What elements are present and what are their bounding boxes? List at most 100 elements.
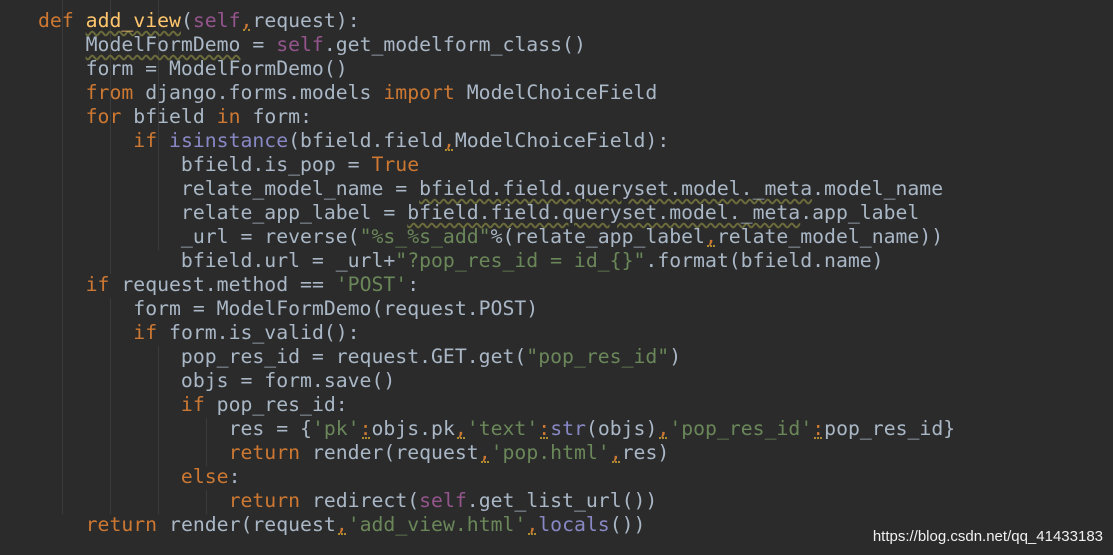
keyword: else [180,465,229,488]
code-line: if form.is_valid(): [38,321,360,345]
code-text: bfield [133,105,205,128]
comma: , [609,441,622,464]
string-literal: 'add_view.html' [347,513,527,536]
code-line: pop_res_id = request.GET.get("pop_res_id… [38,345,681,369]
comma: , [478,441,491,464]
colon: : [359,417,372,440]
comma: , [657,417,670,440]
keyword: if [133,321,158,344]
indent-guide [110,0,111,274]
code-text: relate_app_label = [180,201,408,224]
comma: , [704,225,717,248]
string-literal: 'pk' [311,417,360,440]
code-text: ()) [609,513,646,536]
code-line: else: [38,465,241,489]
keyword: return [228,441,301,464]
comma: , [442,129,455,152]
string-literal: "?pop_res_id = id_{}" [395,249,646,272]
keyword: in [216,105,241,128]
indent-guide [206,418,207,466]
code-text: form: [252,105,312,128]
code-line: relate_model_name = bfield.field.queryse… [38,177,943,201]
code-text: ) [669,345,682,368]
code-text: form.is_valid(): [169,321,360,344]
code-text: redirect( [311,489,420,512]
code-text: pop_res_id} [824,417,956,440]
code-text: = [240,33,277,56]
keyword: import [383,81,455,104]
indent-guide [206,490,207,514]
code-text: .model_name [812,177,944,200]
keyword: for [85,105,122,128]
code-line: return redirect(self.get_list_url()) [38,489,658,513]
keyword: from [85,81,134,104]
keyword: if [133,129,158,152]
code-text: : [228,465,241,488]
self-keyword: self [192,9,241,32]
keyword: if [85,273,110,296]
colon: : [538,417,551,440]
code-text: _url = reverse( [180,225,360,248]
self-keyword: self [276,33,324,56]
string-literal: "pop_res_id" [526,345,670,368]
indent-guide [62,0,63,514]
string-literal: "%s_%s_add" [359,225,491,248]
comma: , [526,513,539,536]
keyword: return [228,489,301,512]
code-line: _url = reverse("%s_%s_add"%(relate_app_l… [38,225,943,249]
builtin: isinstance [169,129,289,152]
code-text: : [407,273,420,296]
code-text: .get_modelform_class() [323,33,586,56]
code-line: form = ModelFormDemo() [38,57,348,81]
code-text: form = ModelFormDemo(request.POST) [133,297,539,320]
colon: : [812,417,825,440]
keyword: if [180,393,205,416]
code-line: return render(request,'pop.html',res) [38,441,670,465]
string-literal: 'pop.html' [490,441,610,464]
code-line: bfield.url = _url+"?pop_res_id = id_{}".… [38,249,884,273]
code-line: if request.method == 'POST': [38,273,420,297]
code-line: relate_app_label = bfield.field.queryset… [38,201,919,225]
code-line: ModelFormDemo = self.get_modelform_class… [38,33,586,57]
indent-guide [158,0,159,250]
code-line: def add_view(self,request): [38,9,360,33]
code-text: objs.pk [371,417,455,440]
code-text: form = ModelFormDemo() [85,57,348,80]
comma: , [240,9,253,32]
code-text: ModelFormDemo [85,33,241,56]
code-text: ModelChoiceField [454,81,658,104]
code-text: pop_res_id = request.GET.get( [180,345,527,368]
code-line: if pop_res_id: [38,393,348,417]
comma: , [454,417,467,440]
self-keyword: self [419,489,467,512]
function-name: add_view [85,9,181,32]
code-text: objs = form.save() [180,369,396,392]
code-line: objs = form.save() [38,369,395,393]
comma: , [335,513,348,536]
code-text: ModelChoiceField): [454,129,670,152]
code-text: .app_label [800,201,920,224]
code-line: res = {'pk':objs.pk,'text':str(objs),'po… [38,417,956,441]
code-text: .format(bfield.name) [645,249,884,272]
code-text: bfield.is_pop = [180,153,372,176]
code-line: for bfield in form: [38,105,312,129]
code-text: relate_model_name)) [716,225,944,248]
code-text: ( [180,9,193,32]
builtin: str [550,417,586,440]
code-text: relate_model_name = [180,177,420,200]
code-text: (bfield.field [288,129,443,152]
code-text: .get_list_url()) [466,489,658,512]
code-text: request): [252,9,360,32]
code-text: render(request [311,441,479,464]
code-text: bfield.field.queryset.model._meta [407,201,801,224]
code-text: pop_res_id: [216,393,348,416]
code-text: %(relate_app_label [490,225,705,248]
code-text: res) [621,441,670,464]
code-text: bfield.url = _url+ [180,249,396,272]
code-text: django.forms.models [133,81,384,104]
code-line: bfield.is_pop = True [38,153,419,177]
code-text: res = { [228,417,312,440]
string-literal: 'POST' [335,273,408,296]
code-line: form = ModelFormDemo(request.POST) [38,297,538,321]
